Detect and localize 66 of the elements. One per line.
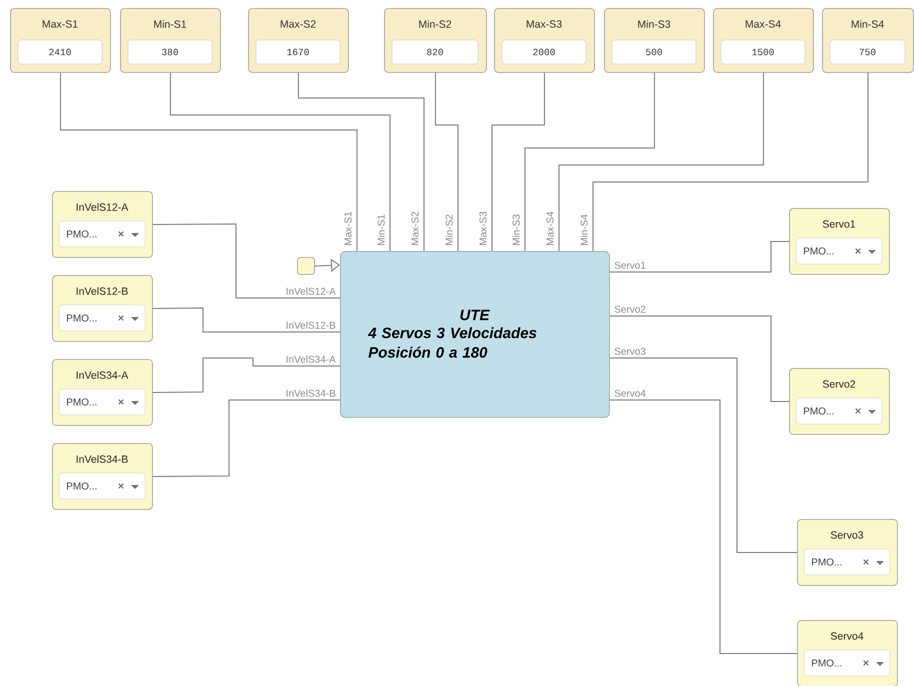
- dropdown-field: PMO...: [796, 238, 882, 264]
- input-field: 500: [612, 40, 696, 64]
- selector-box: Servo3 PMO...: [797, 519, 898, 586]
- input-port-box: [297, 257, 315, 275]
- connector-line: [609, 316, 790, 402]
- selector-box: InVelS12-B PMO...: [52, 275, 153, 342]
- constant-box: Min-S3 500: [604, 8, 705, 73]
- constant-box: Max-S2 1670: [248, 8, 349, 73]
- dropdown-field: PMO...: [58, 220, 146, 248]
- connector-line: [524, 72, 655, 252]
- selector-box: Servo4 PMO...: [797, 620, 898, 686]
- connector-line: [609, 240, 790, 272]
- port-label: Max-S3: [479, 212, 487, 245]
- function-block: UTE 4 Servos 3 Velocidades Posición 0 a 180: [340, 251, 610, 418]
- constant-box: Max-S1 2410: [10, 8, 111, 73]
- port-label: Max-S4: [546, 212, 554, 245]
- dropdown-field: PMO...: [804, 548, 890, 576]
- constant-box: Min-S2 820: [384, 8, 487, 73]
- port-label: Servo1: [614, 262, 646, 269]
- constant-box: Min-S4 750: [822, 8, 914, 73]
- connector-line: [152, 224, 340, 298]
- port-label: InVelS12-A: [286, 287, 336, 295]
- port-label: Servo2: [614, 306, 646, 313]
- input-field: 2000: [502, 40, 586, 64]
- dropdown-field: PMO...: [58, 388, 146, 416]
- selector-box: InVelS34-A PMO...: [52, 359, 153, 426]
- dropdown-field: PMO...: [796, 398, 882, 424]
- dropdown-field: PMO...: [58, 472, 146, 500]
- dropdown-field: PMO...: [804, 650, 890, 676]
- port-label: Min-S1: [377, 214, 385, 245]
- port-label: Max-S2: [411, 212, 419, 245]
- input-field: 820: [392, 40, 478, 64]
- selector-box: Servo2 PMO...: [789, 368, 890, 435]
- input-field: 380: [128, 40, 212, 64]
- port-label: Servo4: [614, 390, 646, 397]
- port-label: Max-S1: [344, 212, 352, 245]
- constant-box: Max-S4 1500: [713, 8, 814, 73]
- constant-box: Max-S3 2000: [494, 8, 595, 73]
- connector-line: [152, 308, 340, 332]
- connector-line: [434, 72, 458, 252]
- dropdown-field: PMO...: [58, 304, 146, 332]
- connector-line: [609, 358, 798, 553]
- selector-box: InVelS34-B PMO...: [52, 443, 153, 510]
- connector-line: [592, 72, 868, 252]
- input-field: 750: [830, 40, 906, 64]
- selector-box: Servo1 PMO...: [789, 208, 890, 275]
- input-field: 1670: [256, 40, 340, 64]
- port-label: Min-S4: [580, 214, 588, 245]
- input-field: 1500: [720, 40, 806, 64]
- constant-box: Min-S1 380: [120, 8, 221, 73]
- port-label: Min-S3: [512, 214, 520, 245]
- port-label: Min-S2: [445, 214, 453, 245]
- connector-line: [60, 72, 358, 252]
- port-label: InVelS12-B: [286, 321, 336, 329]
- port-label: Servo3: [614, 348, 646, 355]
- connector-line: [152, 358, 340, 393]
- connector-line: [152, 400, 340, 477]
- connector-line: [609, 400, 798, 654]
- connector-line: [492, 72, 545, 252]
- input-field: 2410: [18, 40, 102, 64]
- selector-box: InVelS12-A PMO...: [52, 191, 153, 258]
- connector-line: [558, 72, 764, 252]
- port-label: InVelS34-B: [286, 389, 336, 397]
- connector-line: [170, 72, 390, 252]
- connector-line: [298, 72, 424, 252]
- port-label: InVelS34-A: [286, 355, 336, 363]
